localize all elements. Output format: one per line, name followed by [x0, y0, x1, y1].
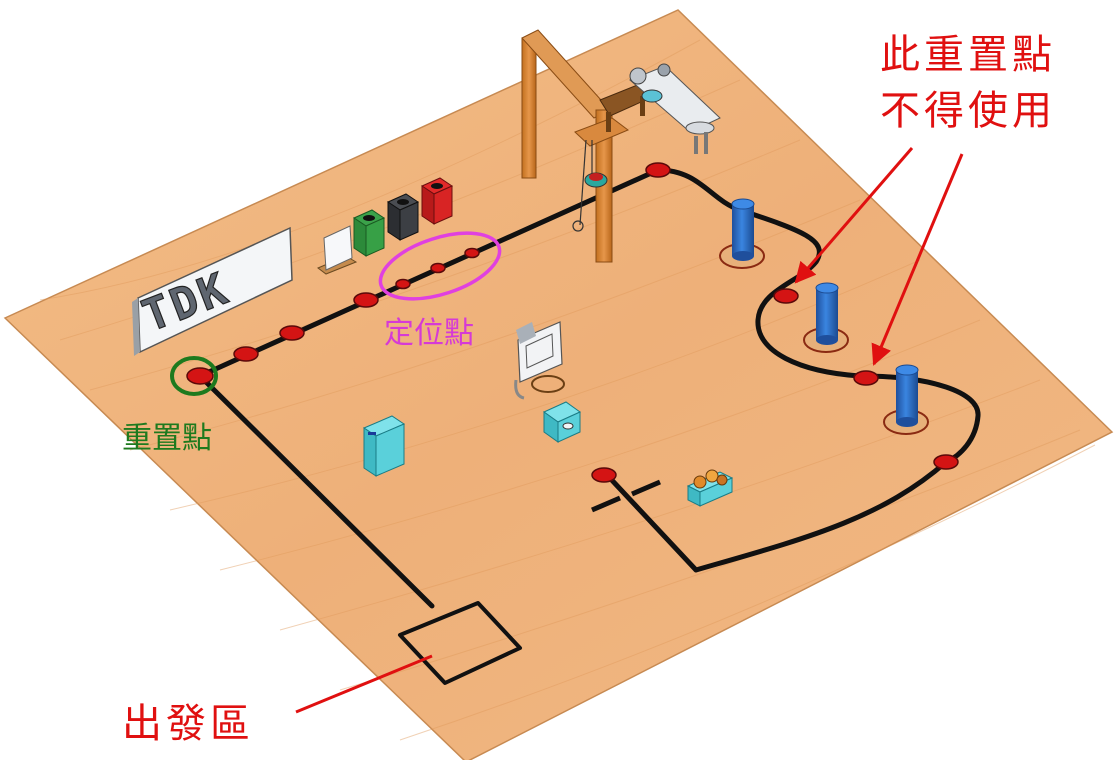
forbidden-reset-label-line1: 此重置點 — [880, 32, 1056, 78]
marker-forbidden-1 — [773, 288, 799, 304]
start-zone-square — [398, 601, 522, 685]
blue-pillar-1 — [719, 198, 765, 269]
marker-top — [645, 162, 671, 178]
forbidden-reset-label-line2: 不得使用 — [880, 88, 1056, 134]
marker-3 — [353, 292, 379, 308]
blue-pillar-2 — [803, 282, 849, 353]
track-gap-marks — [591, 479, 661, 513]
reset-point-highlight — [170, 356, 218, 396]
marker-positioning-2 — [430, 262, 446, 274]
black-bin — [386, 193, 420, 241]
marker-positioning-3 — [464, 247, 480, 259]
marker-1 — [233, 346, 259, 362]
positioning-point-label: 定位點 — [384, 316, 474, 351]
basketball-hoop — [514, 321, 565, 400]
arrow-forbidden-2 — [871, 153, 964, 366]
robot-arm-station — [599, 63, 721, 154]
gantry-frame — [521, 29, 629, 263]
marker-positioning-1 — [395, 278, 411, 290]
cyan-box-left — [362, 415, 406, 477]
start-zone-label: 出發區 — [122, 701, 254, 747]
marker-2 — [279, 325, 305, 341]
wooden-board — [3, 9, 1114, 760]
cyan-box-center — [543, 401, 581, 443]
colored-bins — [317, 177, 454, 275]
tdk-sign-text: TDK — [136, 263, 237, 342]
annotation-arrows — [295, 147, 964, 714]
marker-right — [933, 454, 959, 470]
track-lines — [197, 167, 981, 685]
cyan-tray — [686, 469, 734, 507]
red-markers — [186, 162, 959, 483]
tdk-sign: TDK — [132, 226, 293, 356]
arrow-forbidden-1 — [794, 147, 914, 284]
green-bin — [352, 209, 386, 257]
marker-end — [591, 467, 617, 483]
positioning-highlight — [378, 231, 502, 301]
track-upper-route — [197, 167, 981, 573]
marker-reset-start — [186, 367, 214, 385]
blue-pillar-3 — [883, 364, 929, 435]
reset-point-label: 重置點 — [122, 421, 212, 456]
track-start-line — [197, 373, 435, 609]
marker-forbidden-2 — [853, 370, 879, 386]
paper-holder — [317, 225, 358, 275]
arrow-start-zone — [295, 654, 433, 714]
red-bin — [420, 177, 454, 225]
